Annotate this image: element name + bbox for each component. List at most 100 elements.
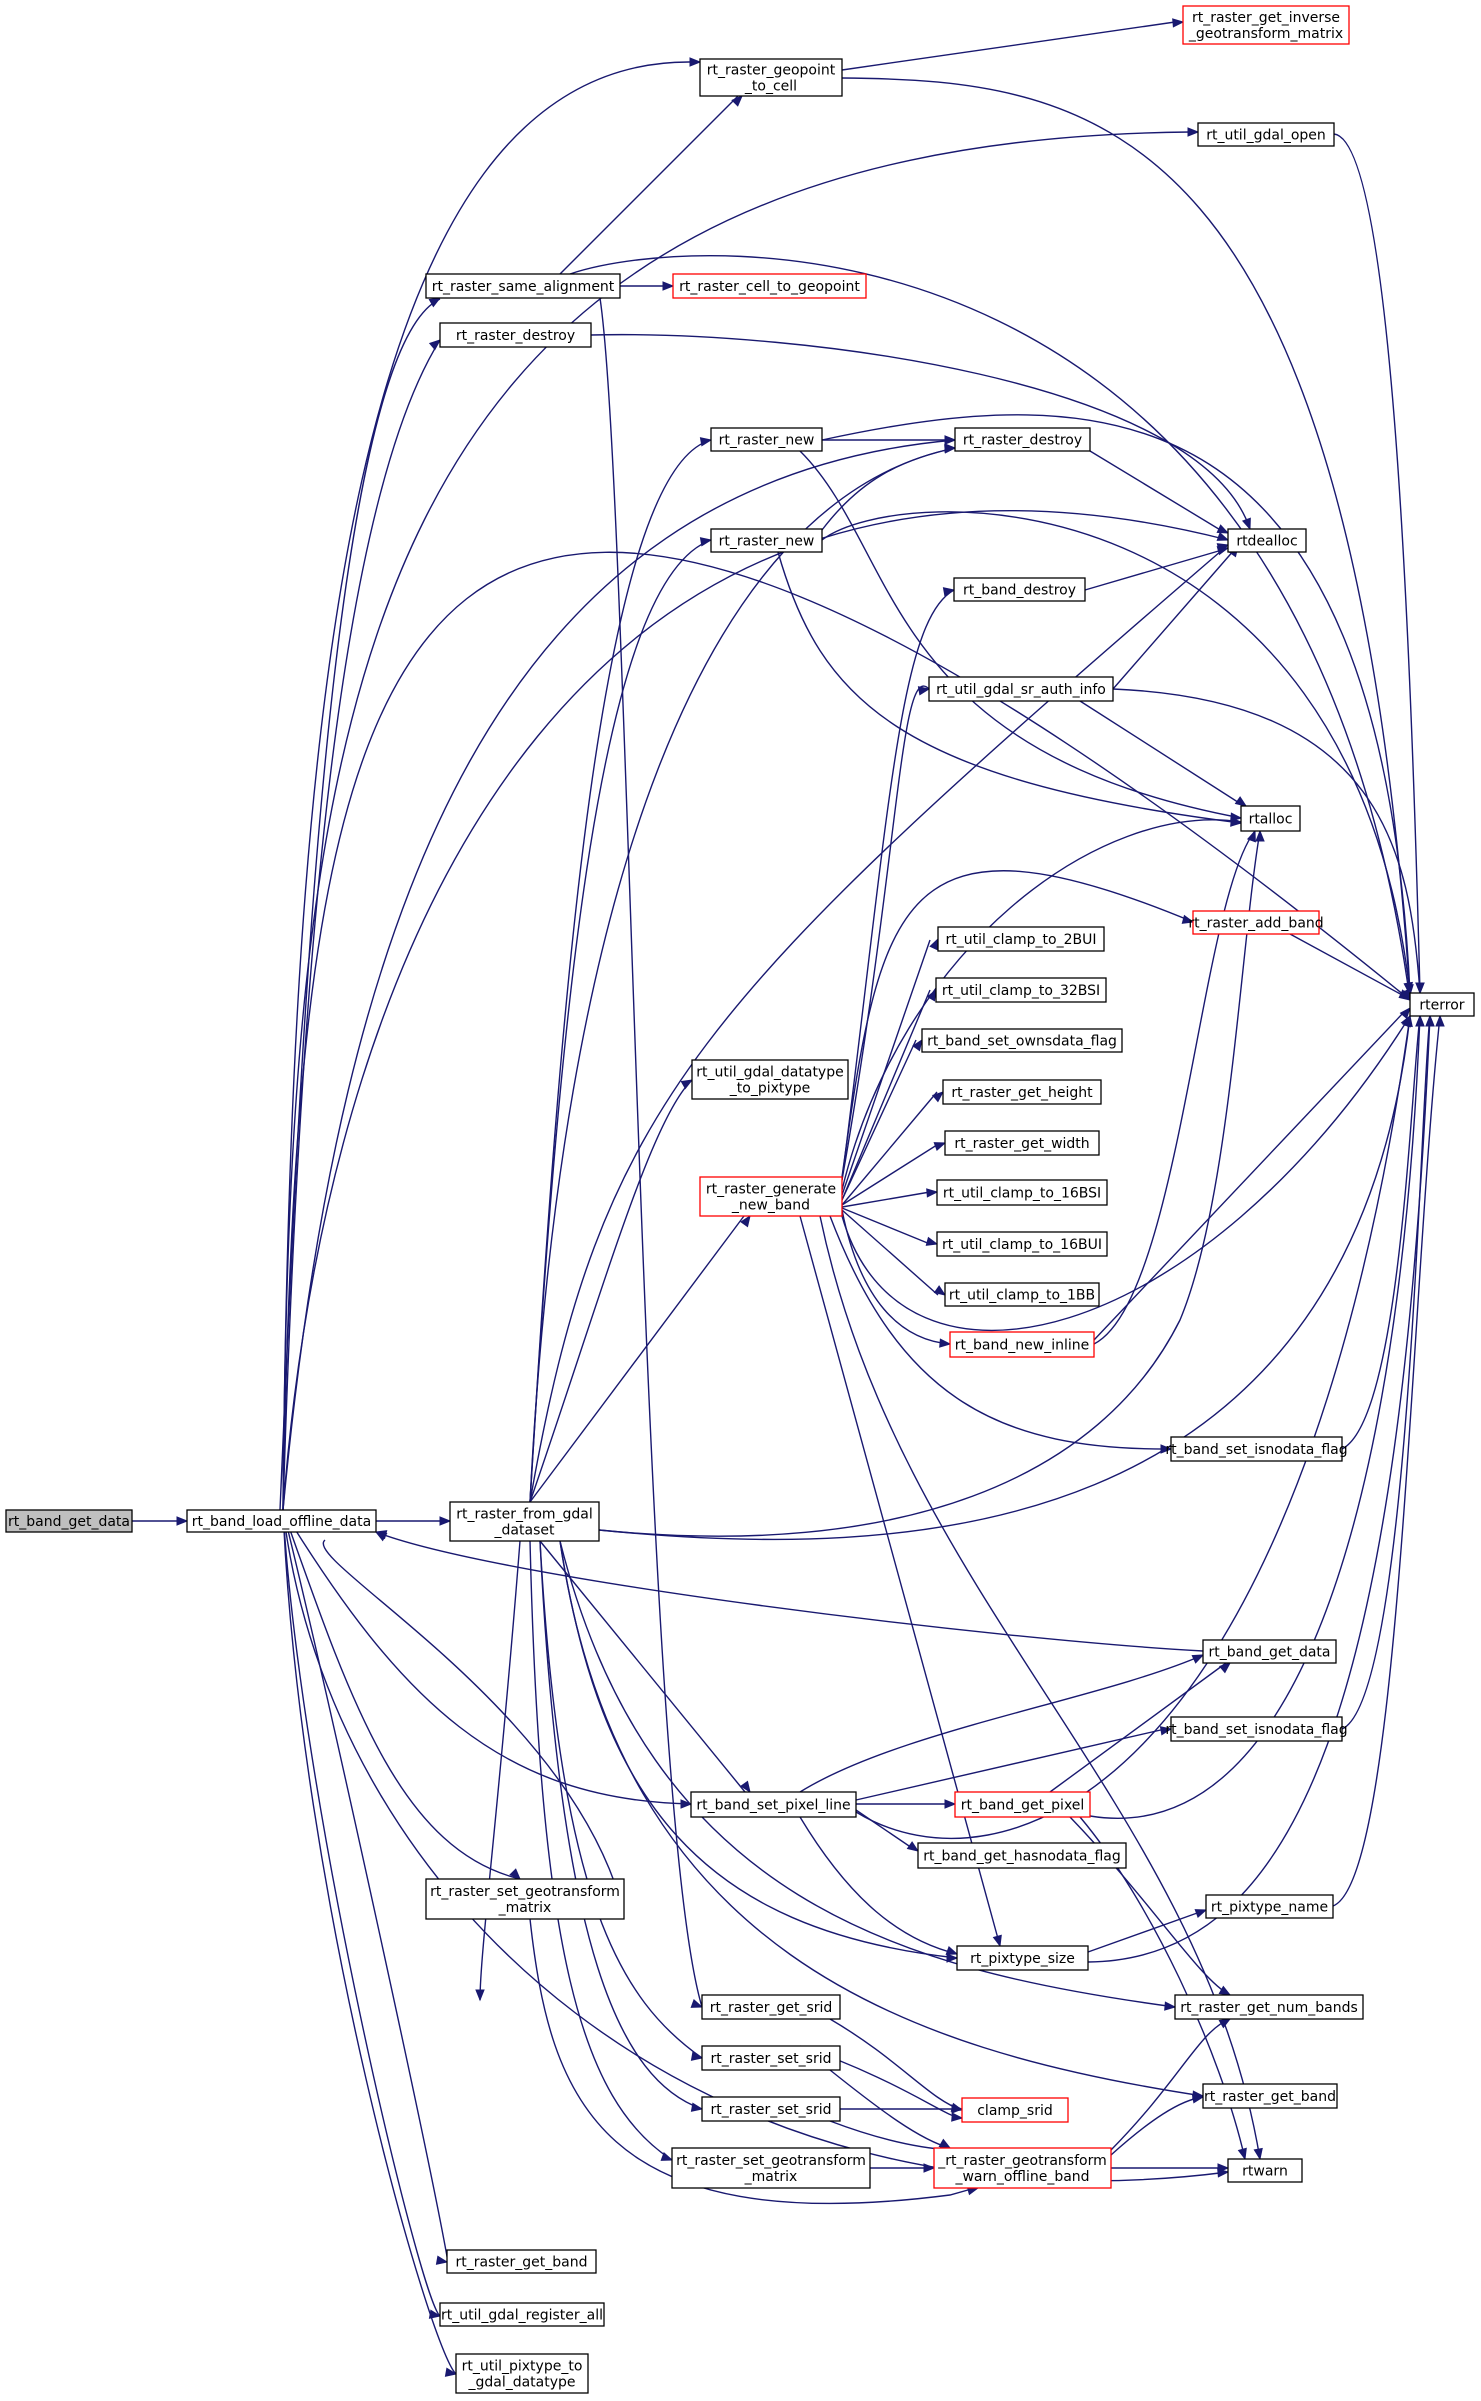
function-node-gdal-open[interactable]: rt_util_gdal_open [1197, 122, 1335, 147]
node-label: rt_raster_get_num_bands [1180, 2000, 1358, 2016]
function-node-start[interactable]: rt_band_get_data [5, 1509, 133, 1533]
arrowhead [1172, 18, 1185, 28]
function-node-isnodata2[interactable]: rt_band_set_isnodata_flag [1165, 1716, 1348, 1742]
function-node-clamp16bsi[interactable]: rt_util_clamp_to_16BSI [936, 1179, 1108, 1206]
node-box [672, 273, 867, 299]
function-node-clamp1bb[interactable]: rt_util_clamp_to_1BB [944, 1282, 1100, 1307]
arrowhead [690, 1998, 704, 2008]
node-box [439, 322, 592, 348]
node-box [5, 1509, 133, 1533]
function-node-get-pixel[interactable]: rt_band_get_pixel [954, 1791, 1091, 1818]
arrowhead [1191, 1654, 1205, 1664]
call-edge [1341, 1015, 1431, 1730]
function-node-get-band-r[interactable]: rt_raster_get_band [1202, 2083, 1338, 2109]
function-node-set-srid2[interactable]: rt_raster_set_srid [701, 2096, 841, 2122]
arrowhead [1216, 531, 1230, 541]
call-edge [1084, 549, 1223, 591]
function-node-get-height[interactable]: rt_raster_get_height [942, 1079, 1102, 1105]
arrowhead [1398, 989, 1412, 999]
node-label: rt_util_gdal_open [1206, 128, 1326, 144]
function-node-destroy-r[interactable]: rt_raster_destroy [954, 427, 1091, 452]
arrowhead [690, 2102, 704, 2112]
node-label: rt_band_set_pixel_line [696, 1798, 850, 1814]
function-node-set-geo-l[interactable]: rt_raster_set_geotransform_matrix [425, 1878, 625, 1920]
call-edge [841, 589, 955, 1181]
function-node-clamp32bsi[interactable]: rt_util_clamp_to_32BSI [935, 977, 1107, 1003]
call-edge [1089, 450, 1223, 532]
function-node-rtalloc[interactable]: rtalloc [1240, 805, 1301, 832]
function-node-ownsdata[interactable]: rt_band_set_ownsdata_flag [921, 1028, 1123, 1053]
node-label: _geotransform_matrix [1188, 26, 1343, 42]
call-edge [1093, 1011, 1405, 1341]
function-node-dealloc[interactable]: rtdealloc [1227, 528, 1307, 553]
arrowhead [689, 57, 702, 67]
function-node-get-srid[interactable]: rt_raster_get_srid [701, 1994, 841, 2020]
function-node-new-inline[interactable]: rt_band_new_inline [949, 1331, 1095, 1358]
function-node-get-width[interactable]: rt_raster_get_width [944, 1130, 1100, 1156]
function-node-pix-to-dt[interactable]: rt_util_pixtype_to_gdal_datatype [455, 2353, 589, 2394]
function-node-num-bands[interactable]: rt_raster_get_num_bands [1174, 1994, 1364, 2020]
arrowhead [740, 1214, 751, 1228]
node-label: rt_raster_get_width [954, 1136, 1089, 1152]
arrowhead [475, 1989, 485, 2002]
node-label: rt_raster_get_srid [710, 2000, 833, 2016]
function-node-rtwarn[interactable]: rtwarn [1227, 2158, 1303, 2183]
function-node-dt-pix[interactable]: rt_util_gdal_datatype_to_pixtype [691, 1059, 849, 1100]
function-node-clamp2bui[interactable]: rt_util_clamp_to_2BUI [937, 926, 1105, 952]
arrowhead [946, 1953, 959, 1963]
call-edge [539, 1540, 703, 2059]
function-node-get-band-l[interactable]: rt_raster_get_band [446, 2249, 597, 2274]
call-edge [282, 61, 691, 1511]
function-node-clamp16bui[interactable]: rt_util_clamp_to_16BUI [936, 1231, 1108, 1257]
call-edge [529, 1215, 745, 1503]
function-node-same-align[interactable]: rt_raster_same_alignment [425, 273, 621, 299]
node-box [699, 58, 843, 97]
arrowhead [662, 281, 675, 291]
call-edge [841, 1191, 931, 1208]
function-node-isnodata1[interactable]: rt_band_set_isnodata_flag [1165, 1436, 1348, 1462]
function-node-pixel-line[interactable]: rt_band_set_pixel_line [690, 1791, 857, 1818]
node-label: rt_raster_get_inverse [1192, 10, 1340, 26]
call-edge [539, 1540, 703, 2110]
function-node-rterror[interactable]: rterror [1409, 992, 1475, 1017]
node-label: rtwarn [1242, 2164, 1288, 2180]
function-node-gen-band[interactable]: rt_raster_generate_new_band [699, 1176, 843, 1217]
function-node-load[interactable]: rt_band_load_offline_data [186, 1509, 377, 1533]
arrowhead [1237, 2147, 1247, 2161]
arrowhead [509, 1868, 521, 1880]
node-box [917, 1842, 1127, 1869]
call-edge [529, 439, 712, 1503]
function-node-pixtype-size[interactable]: rt_pixtype_size [956, 1945, 1089, 1971]
function-node-band-destroy[interactable]: rt_band_destroy [953, 577, 1086, 602]
function-node-add-band[interactable]: rt_raster_add_band [1188, 910, 1324, 935]
node-box [455, 2353, 589, 2394]
function-node-warn-off[interactable]: _rt_raster_geotransform_warn_offline_ban… [933, 2147, 1112, 2189]
function-node-from-gdal[interactable]: rt_raster_from_gdal_dataset [449, 1501, 600, 1542]
node-label: rt_raster_generate [706, 1182, 836, 1198]
function-node-new1[interactable]: rt_raster_new [710, 427, 823, 452]
function-node-inv-geo[interactable]: rt_raster_get_inverse_geotransform_matri… [1182, 5, 1350, 45]
arrowhead [740, 1780, 751, 1794]
node-box [1202, 1639, 1337, 1664]
function-node-reg-all[interactable]: rt_util_gdal_register_all [439, 2302, 605, 2327]
call-edge [841, 1142, 941, 1206]
node-box [1227, 2158, 1303, 2183]
call-edge [598, 830, 1261, 1537]
arrowhead [944, 435, 957, 445]
function-node-new2[interactable]: rt_raster_new [710, 528, 823, 553]
function-node-hasnodata[interactable]: rt_band_get_hasnodata_flag [917, 1842, 1127, 1869]
function-node-destroy-l[interactable]: rt_raster_destroy [439, 322, 592, 348]
function-node-set-geo-m[interactable]: rt_raster_set_geotransform_matrix [671, 2147, 871, 2189]
arrowhead [690, 2051, 704, 2061]
function-node-pixtype-name[interactable]: rt_pixtype_name [1205, 1894, 1334, 1919]
function-node-get-data[interactable]: rt_band_get_data [1202, 1639, 1337, 1664]
function-node-cell-geo[interactable]: rt_raster_cell_to_geopoint [672, 273, 867, 299]
node-label: rt_pixtype_size [970, 1951, 1075, 1967]
function-node-clamp-srid[interactable]: clamp_srid [961, 2097, 1069, 2123]
call-edge [282, 439, 956, 1511]
arrowhead [428, 297, 442, 308]
function-node-sr-auth[interactable]: rt_util_gdal_sr_auth_info [928, 676, 1114, 702]
function-node-set-srid1[interactable]: rt_raster_set_srid [701, 2045, 841, 2071]
function-node-geopoint[interactable]: rt_raster_geopoint_to_cell [699, 58, 843, 97]
